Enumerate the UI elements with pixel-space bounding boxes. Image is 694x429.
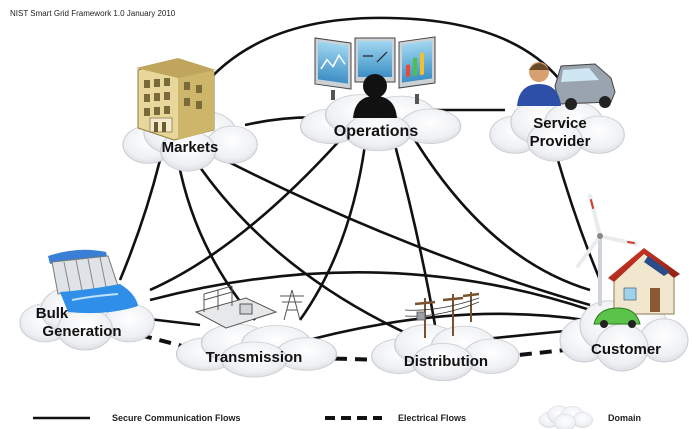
legend-domain-cloud xyxy=(538,405,593,429)
domain-label-bulk-generation-line1: Bulk xyxy=(36,305,69,322)
dam-icon xyxy=(48,249,138,314)
link-markets-customer xyxy=(214,153,591,307)
link-bulk-customer xyxy=(149,271,591,312)
control-room-icon xyxy=(314,36,436,118)
link-operations-transmission xyxy=(298,144,367,321)
legend-secure-label: Secure Communication Flows xyxy=(112,413,241,423)
service-van-icon xyxy=(517,62,616,110)
legend-electrical-label: Electrical Flows xyxy=(398,413,466,423)
domain-label-markets: Markets xyxy=(162,139,219,156)
utility-pole-icon xyxy=(404,292,480,338)
link-transmission-customer xyxy=(289,312,586,347)
domain-label-distribution: Distribution xyxy=(404,353,488,370)
legend: Secure Communication Flows Electrical Fl… xyxy=(33,405,641,429)
domain-label-service-provider-line1: Service xyxy=(533,115,586,132)
substation-icon xyxy=(194,285,304,329)
domain-label-bulk-generation-line2: Generation xyxy=(42,323,121,340)
domain-label-service-provider-line2: Provider xyxy=(530,133,591,150)
legend-domain-label: Domain xyxy=(608,413,641,423)
diagram-header: NIST Smart Grid Framework 1.0 January 20… xyxy=(10,9,176,18)
link-markets-arc-service xyxy=(198,16,561,91)
link-operations-bulk xyxy=(149,139,341,292)
domain-label-operations: Operations xyxy=(334,123,419,140)
building-icon xyxy=(136,58,216,141)
link-operations-distribution xyxy=(393,144,437,326)
house-with-wind-turbine-icon xyxy=(576,194,680,328)
link-operations-customer xyxy=(413,139,591,292)
link-service-customer xyxy=(553,149,602,281)
electrical-bulk-transmission xyxy=(139,333,206,354)
domain-label-customer: Customer xyxy=(591,341,661,358)
domain-label-transmission: Transmission xyxy=(206,349,303,366)
link-markets-bulk xyxy=(118,159,162,281)
link-markets-distribution xyxy=(193,159,411,337)
